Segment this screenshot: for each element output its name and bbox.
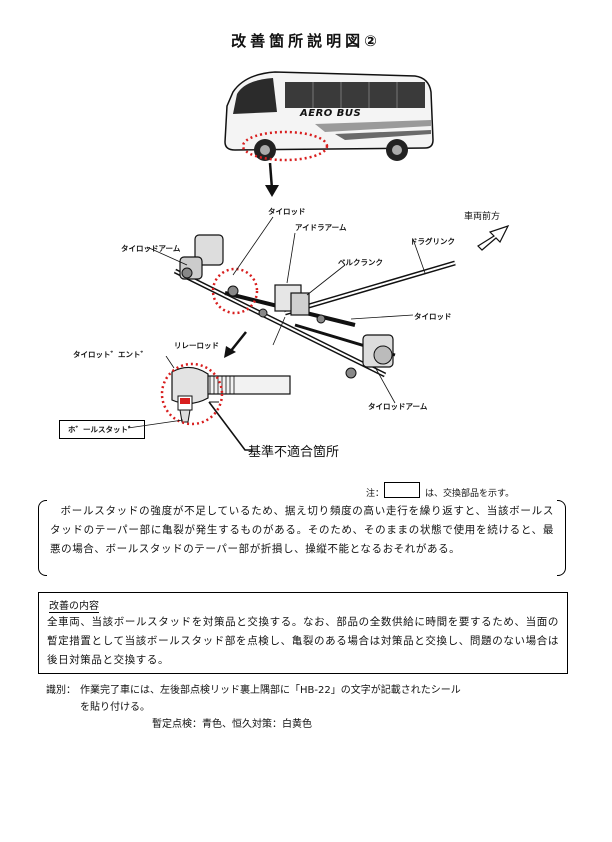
ball-stud-leader [128, 419, 184, 429]
bus-illustration [224, 71, 434, 162]
steering-linkage-diagram [146, 216, 456, 404]
improvement-title: 改善の内容 [49, 597, 99, 613]
identification-line3: 暫定点検：青色、恒久対策：白黄色 [152, 719, 312, 730]
down-arrow-icon [265, 163, 279, 197]
label-tie-rod-arm-bottom: タイロッドアーム [368, 402, 428, 411]
forward-arrow-icon [477, 224, 510, 251]
legend-swatch [384, 482, 420, 498]
label-tie-rod-arm-left: タイロッドアーム [121, 244, 181, 253]
label-ball-stud: ホ゛ールスタット゛ [59, 420, 145, 439]
legend-prefix: 注： [366, 489, 385, 499]
description-text: ボールスタッドの強度が不足しているため、据え切り頻度の高い走行を繰り返すと、当該… [50, 505, 554, 555]
bus-brand-text: AERO BUS [300, 108, 362, 119]
description-block: ボールスタッドの強度が不足しているため、据え切り頻度の高い走行を繰り返すと、当該… [38, 500, 566, 576]
zoom-arrow-icon [224, 331, 247, 358]
identification-label: 識別： [46, 685, 76, 696]
label-forward: 車両前方 [464, 212, 501, 222]
page-title: 改善箇所説明図② [231, 32, 381, 50]
improvement-box: 改善の内容 全車両、当該ボールスタッドを対策品と交換する。なお、部品の全数供給に… [38, 592, 568, 674]
label-tie-rod-top: タイロッド [268, 207, 306, 216]
nonconforming-leader [208, 401, 253, 451]
identification-line1: 作業完了車には、左後部点検リッド裏上隅部に「HB-22」の文字が記載されたシール [80, 685, 461, 696]
label-bell-crank: ベルクランク [338, 258, 383, 267]
label-drag-link: ドラグリンク [410, 237, 455, 246]
legend-suffix: は、交換部品を示す。 [425, 489, 515, 499]
label-idler-arm: アイドラアーム [295, 223, 347, 232]
label-relay-rod: リレーロッド [174, 341, 219, 350]
label-tie-rod-end: タイロット゛エント゛ [73, 350, 148, 359]
label-tie-rod-right: タイロッド [414, 312, 452, 321]
label-nonconforming: 基準不適合箇所 [248, 445, 340, 460]
improvement-text: 全車両、当該ボールスタッドを対策品と交換する。なお、部品の全数供給に時間を要する… [47, 616, 559, 666]
tie-rod-end-detail [160, 356, 291, 426]
identification-line2: を貼り付ける。 [80, 702, 150, 713]
